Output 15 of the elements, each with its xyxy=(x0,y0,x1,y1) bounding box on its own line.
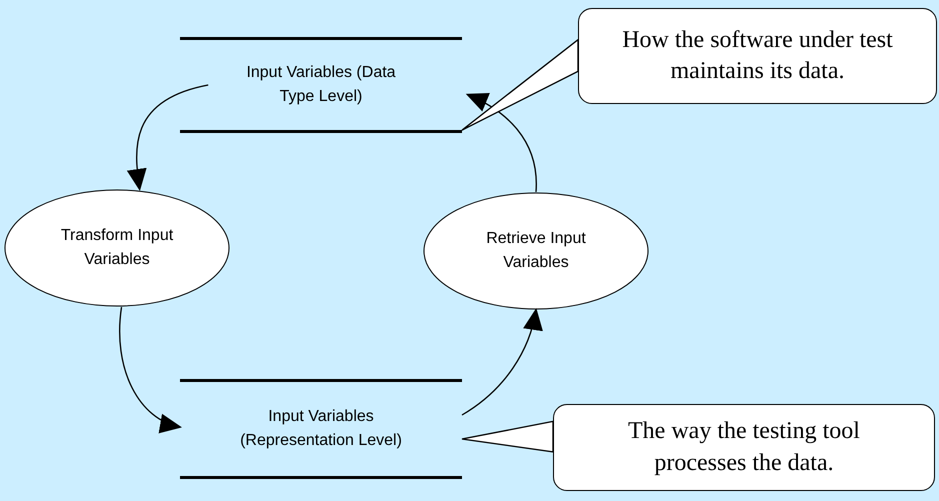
node-label: Input Variables (Representation Level) xyxy=(239,407,403,451)
flow-arrow xyxy=(462,308,542,416)
callout-pointer xyxy=(461,420,554,453)
callout-text: How the software under test maintains its data. xyxy=(621,26,894,86)
node-label: Transform Input Variables xyxy=(60,226,174,270)
flow-arrow xyxy=(466,94,537,192)
callout-text: The way the testing tool processes the data. xyxy=(627,417,861,478)
data-store xyxy=(180,379,462,479)
flow-arrow xyxy=(127,84,208,191)
data-store xyxy=(180,37,462,133)
callout-box xyxy=(553,404,935,491)
callout-pointer xyxy=(461,38,579,131)
node-label: Input Variables (Data Type Level) xyxy=(245,63,397,107)
flow-arrow xyxy=(119,306,182,432)
node-label: Retrieve Input Variables xyxy=(485,229,587,273)
